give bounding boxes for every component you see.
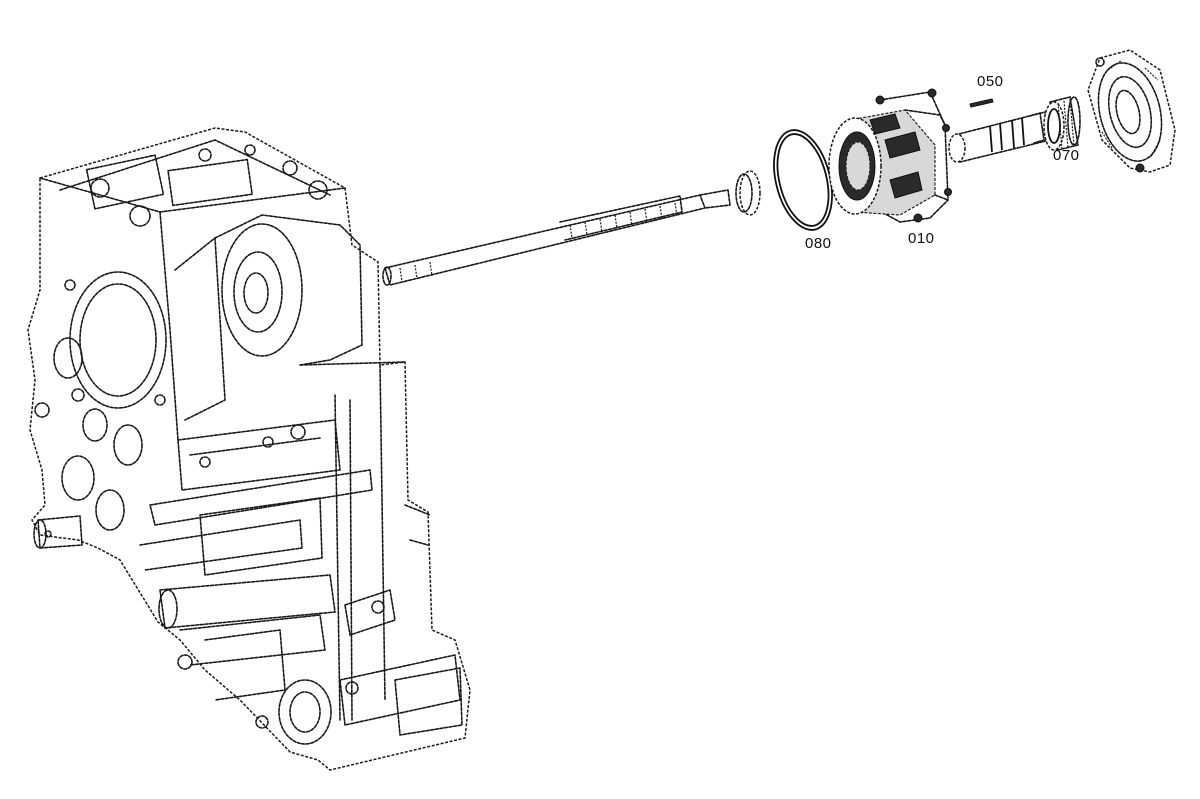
o-ring-080 — [773, 129, 833, 231]
callout-010: 010 — [908, 230, 935, 247]
splined-shaft — [948, 111, 1051, 163]
transmission-housing — [27, 127, 471, 771]
input-shaft — [382, 189, 731, 286]
callout-050: 050 — [977, 73, 1004, 90]
cover-plate — [1087, 49, 1176, 173]
bushing — [735, 170, 761, 216]
pump-assembly-010 — [828, 88, 952, 223]
needle-bearing-070 — [1043, 96, 1081, 151]
callout-070: 070 — [1053, 147, 1080, 164]
callout-080: 080 — [805, 235, 832, 252]
pin-050 — [969, 98, 994, 108]
